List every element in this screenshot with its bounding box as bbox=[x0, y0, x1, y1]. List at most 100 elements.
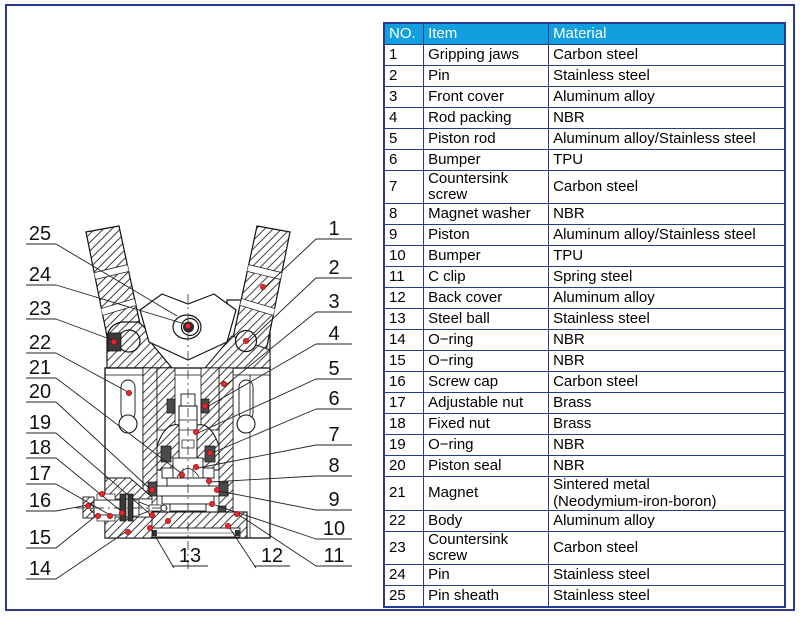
cell-material: Aluminum alloy bbox=[548, 509, 786, 532]
cell-material: Carbon steel bbox=[548, 371, 786, 394]
cell-item: Piston bbox=[423, 224, 550, 247]
cell-no: 22 bbox=[383, 509, 425, 532]
cell-material: Brass bbox=[548, 413, 786, 436]
cell-item: Countersink screw bbox=[423, 169, 550, 205]
cell-item: Magnet bbox=[423, 476, 550, 511]
callout-label: 18 bbox=[29, 437, 51, 459]
cell-material: TPU bbox=[548, 245, 786, 268]
cell-no: 8 bbox=[383, 203, 425, 226]
callout-label: 21 bbox=[29, 357, 51, 379]
cell-no: 21 bbox=[383, 476, 425, 511]
cell-item: Pin sheath bbox=[423, 585, 550, 608]
centerlines bbox=[76, 294, 189, 570]
cell-no: 10 bbox=[383, 245, 425, 268]
fixed-nut bbox=[119, 493, 127, 522]
callout-label: 16 bbox=[29, 490, 51, 512]
cell-item: Bumper bbox=[423, 149, 550, 171]
cell-item: Bumper bbox=[423, 245, 550, 268]
col-header-material: Material bbox=[548, 22, 786, 45]
cell-no: 5 bbox=[383, 128, 425, 150]
cell-no: 11 bbox=[383, 266, 425, 289]
drawing: 1 2 3 4 5 6 7 8 9 10 11 12 13 14 15 16 1… bbox=[26, 218, 352, 580]
callout-label: 17 bbox=[29, 463, 51, 485]
cell-no: 7 bbox=[383, 169, 425, 205]
cell-item: Gripping jaws bbox=[423, 44, 550, 66]
cell-no: 6 bbox=[383, 149, 425, 171]
col-header-no: NO. bbox=[383, 22, 425, 45]
callout-label: 5 bbox=[328, 358, 339, 380]
col-header-item: Item bbox=[423, 22, 550, 45]
cell-material: Spring steel bbox=[548, 266, 786, 289]
cell-material: NBR bbox=[548, 329, 786, 352]
callout-label: 12 bbox=[261, 545, 283, 567]
callout-label: 2 bbox=[328, 257, 339, 279]
cell-no: 4 bbox=[383, 107, 425, 129]
cell-item: Body bbox=[423, 509, 550, 532]
cell-material: NBR bbox=[548, 203, 786, 226]
adjusting-screw-assembly bbox=[82, 477, 168, 539]
cell-item: O−ring bbox=[423, 329, 550, 352]
callout-label: 19 bbox=[29, 412, 51, 434]
callout-label: 3 bbox=[328, 291, 339, 313]
cell-item: O−ring bbox=[423, 434, 550, 457]
callout-label: 22 bbox=[29, 332, 51, 354]
cell-item: Fixed nut bbox=[423, 413, 550, 436]
cell-no: 25 bbox=[383, 585, 425, 608]
cell-no: 17 bbox=[383, 392, 425, 415]
cell-material: Aluminum alloy/Stainless steel bbox=[548, 128, 786, 150]
cell-item: Rod packing bbox=[423, 107, 550, 129]
callout-label: 6 bbox=[328, 388, 339, 410]
callout-label: 4 bbox=[328, 323, 339, 345]
cell-material: TPU bbox=[548, 149, 786, 171]
cell-material: Carbon steel bbox=[548, 44, 786, 66]
cell-no: 14 bbox=[383, 329, 425, 352]
cell-item: Pin bbox=[423, 65, 550, 87]
left-port bbox=[118, 414, 138, 434]
callout-label: 10 bbox=[323, 518, 345, 540]
callout-underlines bbox=[26, 238, 352, 580]
table-header-row: NO. Item Material bbox=[383, 22, 786, 45]
cell-no: 12 bbox=[383, 287, 425, 310]
cell-no: 16 bbox=[383, 371, 425, 394]
callout-label: 8 bbox=[328, 455, 339, 477]
cell-material: Stainless steel bbox=[548, 585, 786, 608]
cell-no: 3 bbox=[383, 86, 425, 108]
cell-material: NBR bbox=[548, 455, 786, 478]
cell-material: Stainless steel bbox=[548, 308, 786, 331]
callout-label: 13 bbox=[179, 545, 201, 567]
piston-seal-right bbox=[218, 481, 229, 497]
cell-material: Carbon steel bbox=[548, 530, 786, 566]
cell-no: 2 bbox=[383, 65, 425, 87]
rod-packing-left bbox=[166, 398, 176, 414]
cell-item: Steel ball bbox=[423, 308, 550, 331]
cell-no: 13 bbox=[383, 308, 425, 331]
callout-label: 1 bbox=[328, 218, 339, 240]
cell-no: 19 bbox=[383, 434, 425, 457]
cell-no: 9 bbox=[383, 224, 425, 247]
callout-label: 23 bbox=[29, 298, 51, 320]
cell-material: Carbon steel bbox=[548, 169, 786, 205]
cell-no: 20 bbox=[383, 455, 425, 478]
cell-material: Aluminum alloy/Stainless steel bbox=[548, 224, 786, 247]
cell-material: Aluminum alloy bbox=[548, 287, 786, 310]
callout-numbers: 1 2 3 4 5 6 7 8 9 10 11 12 13 14 15 16 1… bbox=[29, 218, 345, 580]
